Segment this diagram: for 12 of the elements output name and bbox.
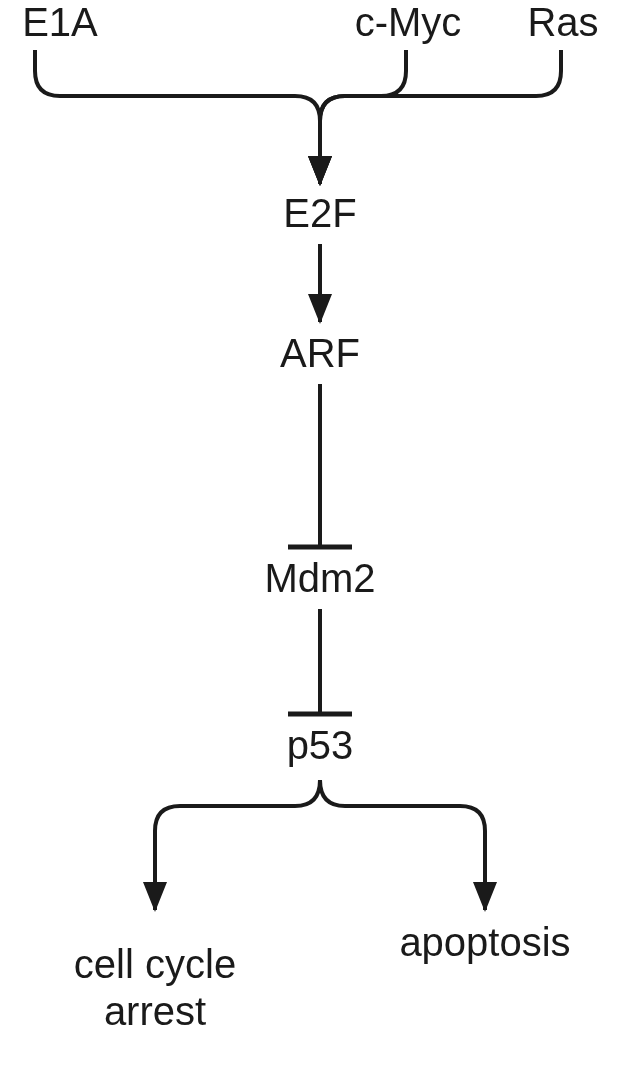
- node-label: E1A: [22, 0, 98, 47]
- node-label: p53: [286, 722, 354, 770]
- node-label: ARF: [280, 330, 360, 378]
- arrow: [308, 244, 332, 324]
- node-label: apoptosis: [399, 919, 571, 967]
- node-label: Mdm2: [264, 555, 376, 603]
- node-label: cell cycle arrest: [72, 940, 238, 1035]
- node-label: E2F: [283, 190, 357, 238]
- node-label: c-Myc: [354, 0, 462, 47]
- arrow: [308, 50, 563, 186]
- arrow: [318, 779, 497, 912]
- node-label: Ras: [527, 0, 599, 47]
